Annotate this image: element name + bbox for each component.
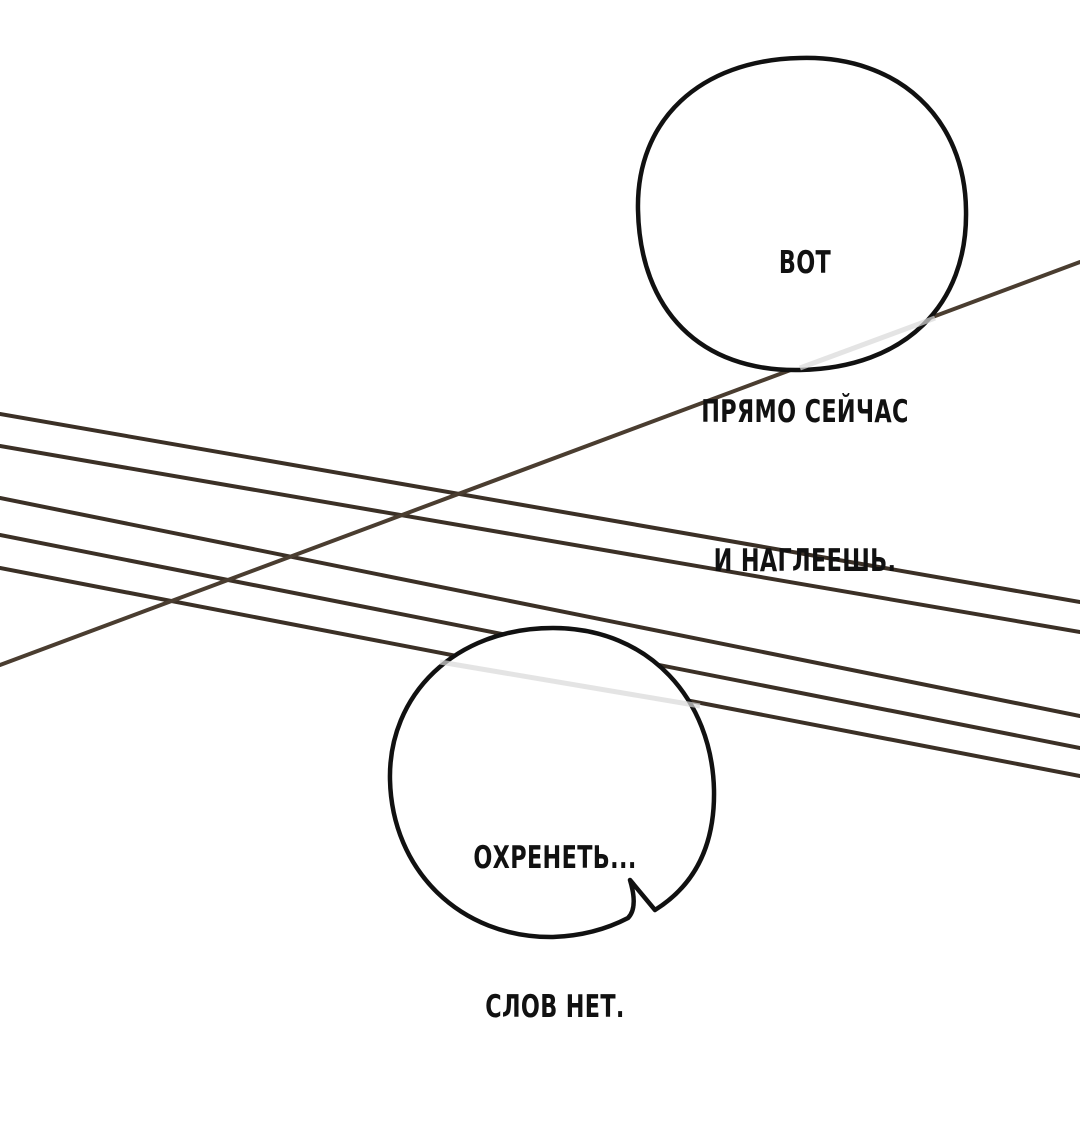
wire-1 [0, 412, 1080, 604]
wire-shadow-bottom [439, 659, 701, 709]
panel-artwork [0, 55, 1080, 940]
wire-shadow-top [799, 315, 936, 371]
wire-2 [0, 444, 1080, 634]
bubble-top-text: ВОТ ПРЯМО СЕЙЧАС И НАГЛЕЕШЬ. [686, 140, 924, 686]
speech-bubble-top [635, 55, 969, 373]
wire-3 [0, 496, 1080, 718]
bubble-top-line-3: И НАГЛЕЕШЬ. [713, 542, 897, 579]
bubble-bottom-line-2: СЛОВ НЕТ. [485, 988, 625, 1025]
bubble-bottom-outline [387, 625, 717, 940]
wire-through-bubbles [439, 315, 936, 709]
bubble-bottom-text: ОХРЕНЕТЬ... СЛОВ НЕТ. [451, 735, 660, 1132]
speech-bubble-bottom [387, 625, 717, 940]
comic-panel: ВОТ ПРЯМО СЕЙЧАС И НАГЛЕЕШЬ. ОХРЕНЕТЬ...… [0, 55, 1080, 1025]
bubble-top-line-2: ПРЯМО СЕЙЧАС [701, 393, 909, 430]
bubble-top-line-1: ВОТ [778, 245, 832, 282]
bubble-bottom-line-1: ОХРЕНЕТЬ... [473, 840, 637, 877]
bubble-top-outline [635, 55, 969, 373]
